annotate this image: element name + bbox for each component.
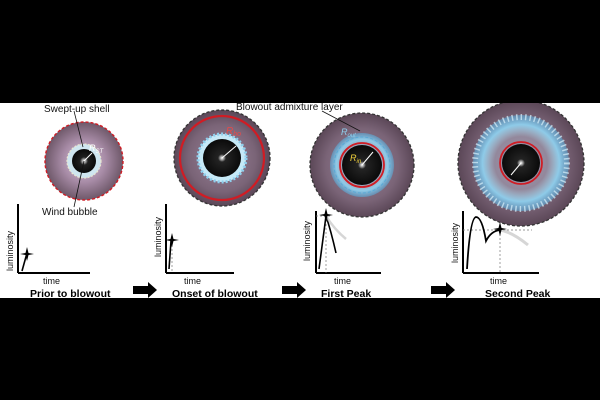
stage-4-lightcurve: luminosity time (450, 211, 539, 286)
r-in-boundary (339, 142, 385, 188)
figure-panel: RST Swept-up shell Wind bubble luminosit… (0, 103, 600, 298)
blowout-radius (178, 114, 266, 202)
stage-2-diagram: Rbo (173, 109, 271, 207)
radius-indicator (221, 145, 237, 159)
arrow-right-icon (282, 282, 306, 298)
stage-1-lightcurve: luminosity time (5, 204, 90, 286)
arrow-right-icon (431, 282, 455, 298)
bubble-pointer (73, 160, 85, 208)
radius-indicator (510, 162, 522, 176)
lightcurve-line (466, 216, 501, 270)
y-axis-label: luminosity (450, 222, 460, 263)
four-point-star-icon (20, 247, 34, 261)
stage-1-label: Prior to blowout (30, 288, 111, 298)
lightcurve-line (168, 240, 172, 270)
x-axis-label: time (490, 276, 507, 286)
r-bo-label: Rbo (226, 126, 241, 138)
stage-2-lightcurve: luminosity time (153, 204, 234, 286)
blowout-admixture-label: Blowout admixture layer (236, 103, 343, 113)
r-in-label: Rin (350, 153, 362, 165)
outer-boundary (457, 103, 585, 227)
outer-boundary (44, 121, 124, 201)
lightcurve-line (318, 215, 337, 270)
y-axis-label: luminosity (5, 230, 15, 271)
swept-up-shell-label: Swept-up shell (44, 104, 110, 115)
shell-pointer (73, 110, 84, 148)
admixture-fingers (472, 114, 570, 212)
four-point-star-icon (319, 208, 333, 222)
y-axis-label: luminosity (302, 220, 312, 261)
stage-3-diagram: Rout Rin (309, 112, 415, 218)
lightcurve-fade (324, 215, 347, 240)
radius-indicator (83, 152, 93, 162)
admixture-fingers (196, 132, 248, 184)
stage-3-lightcurve: luminosity time (302, 208, 381, 286)
radius-indicator (361, 151, 374, 166)
blowout-diagram: RST Swept-up shell Wind bubble luminosit… (5, 103, 585, 298)
r-out-label: Rout (341, 127, 356, 139)
wind-bubble-label: Wind bubble (42, 207, 98, 218)
r-st-label: RST (89, 143, 105, 155)
stage-2-label: Onset of blowout (172, 288, 258, 298)
outer-boundary (173, 109, 271, 207)
shell-edge (66, 143, 102, 179)
outer-boundary (309, 112, 415, 218)
x-axis-label: time (184, 276, 201, 286)
admixture-pointer (321, 110, 361, 132)
stage-4-label: Second Peak (485, 288, 551, 298)
lightcurve-fade (499, 228, 529, 247)
y-axis-label: luminosity (153, 216, 163, 257)
four-point-star-icon (165, 233, 179, 247)
x-axis-label: time (334, 276, 351, 286)
r-in-boundary (499, 141, 543, 185)
stage-4-diagram (457, 103, 585, 227)
stage-3-label: First Peak (321, 288, 371, 298)
x-axis-label: time (43, 276, 60, 286)
four-point-star-icon (493, 222, 507, 236)
r-out-boundary (333, 136, 391, 194)
arrow-right-icon (133, 282, 157, 298)
